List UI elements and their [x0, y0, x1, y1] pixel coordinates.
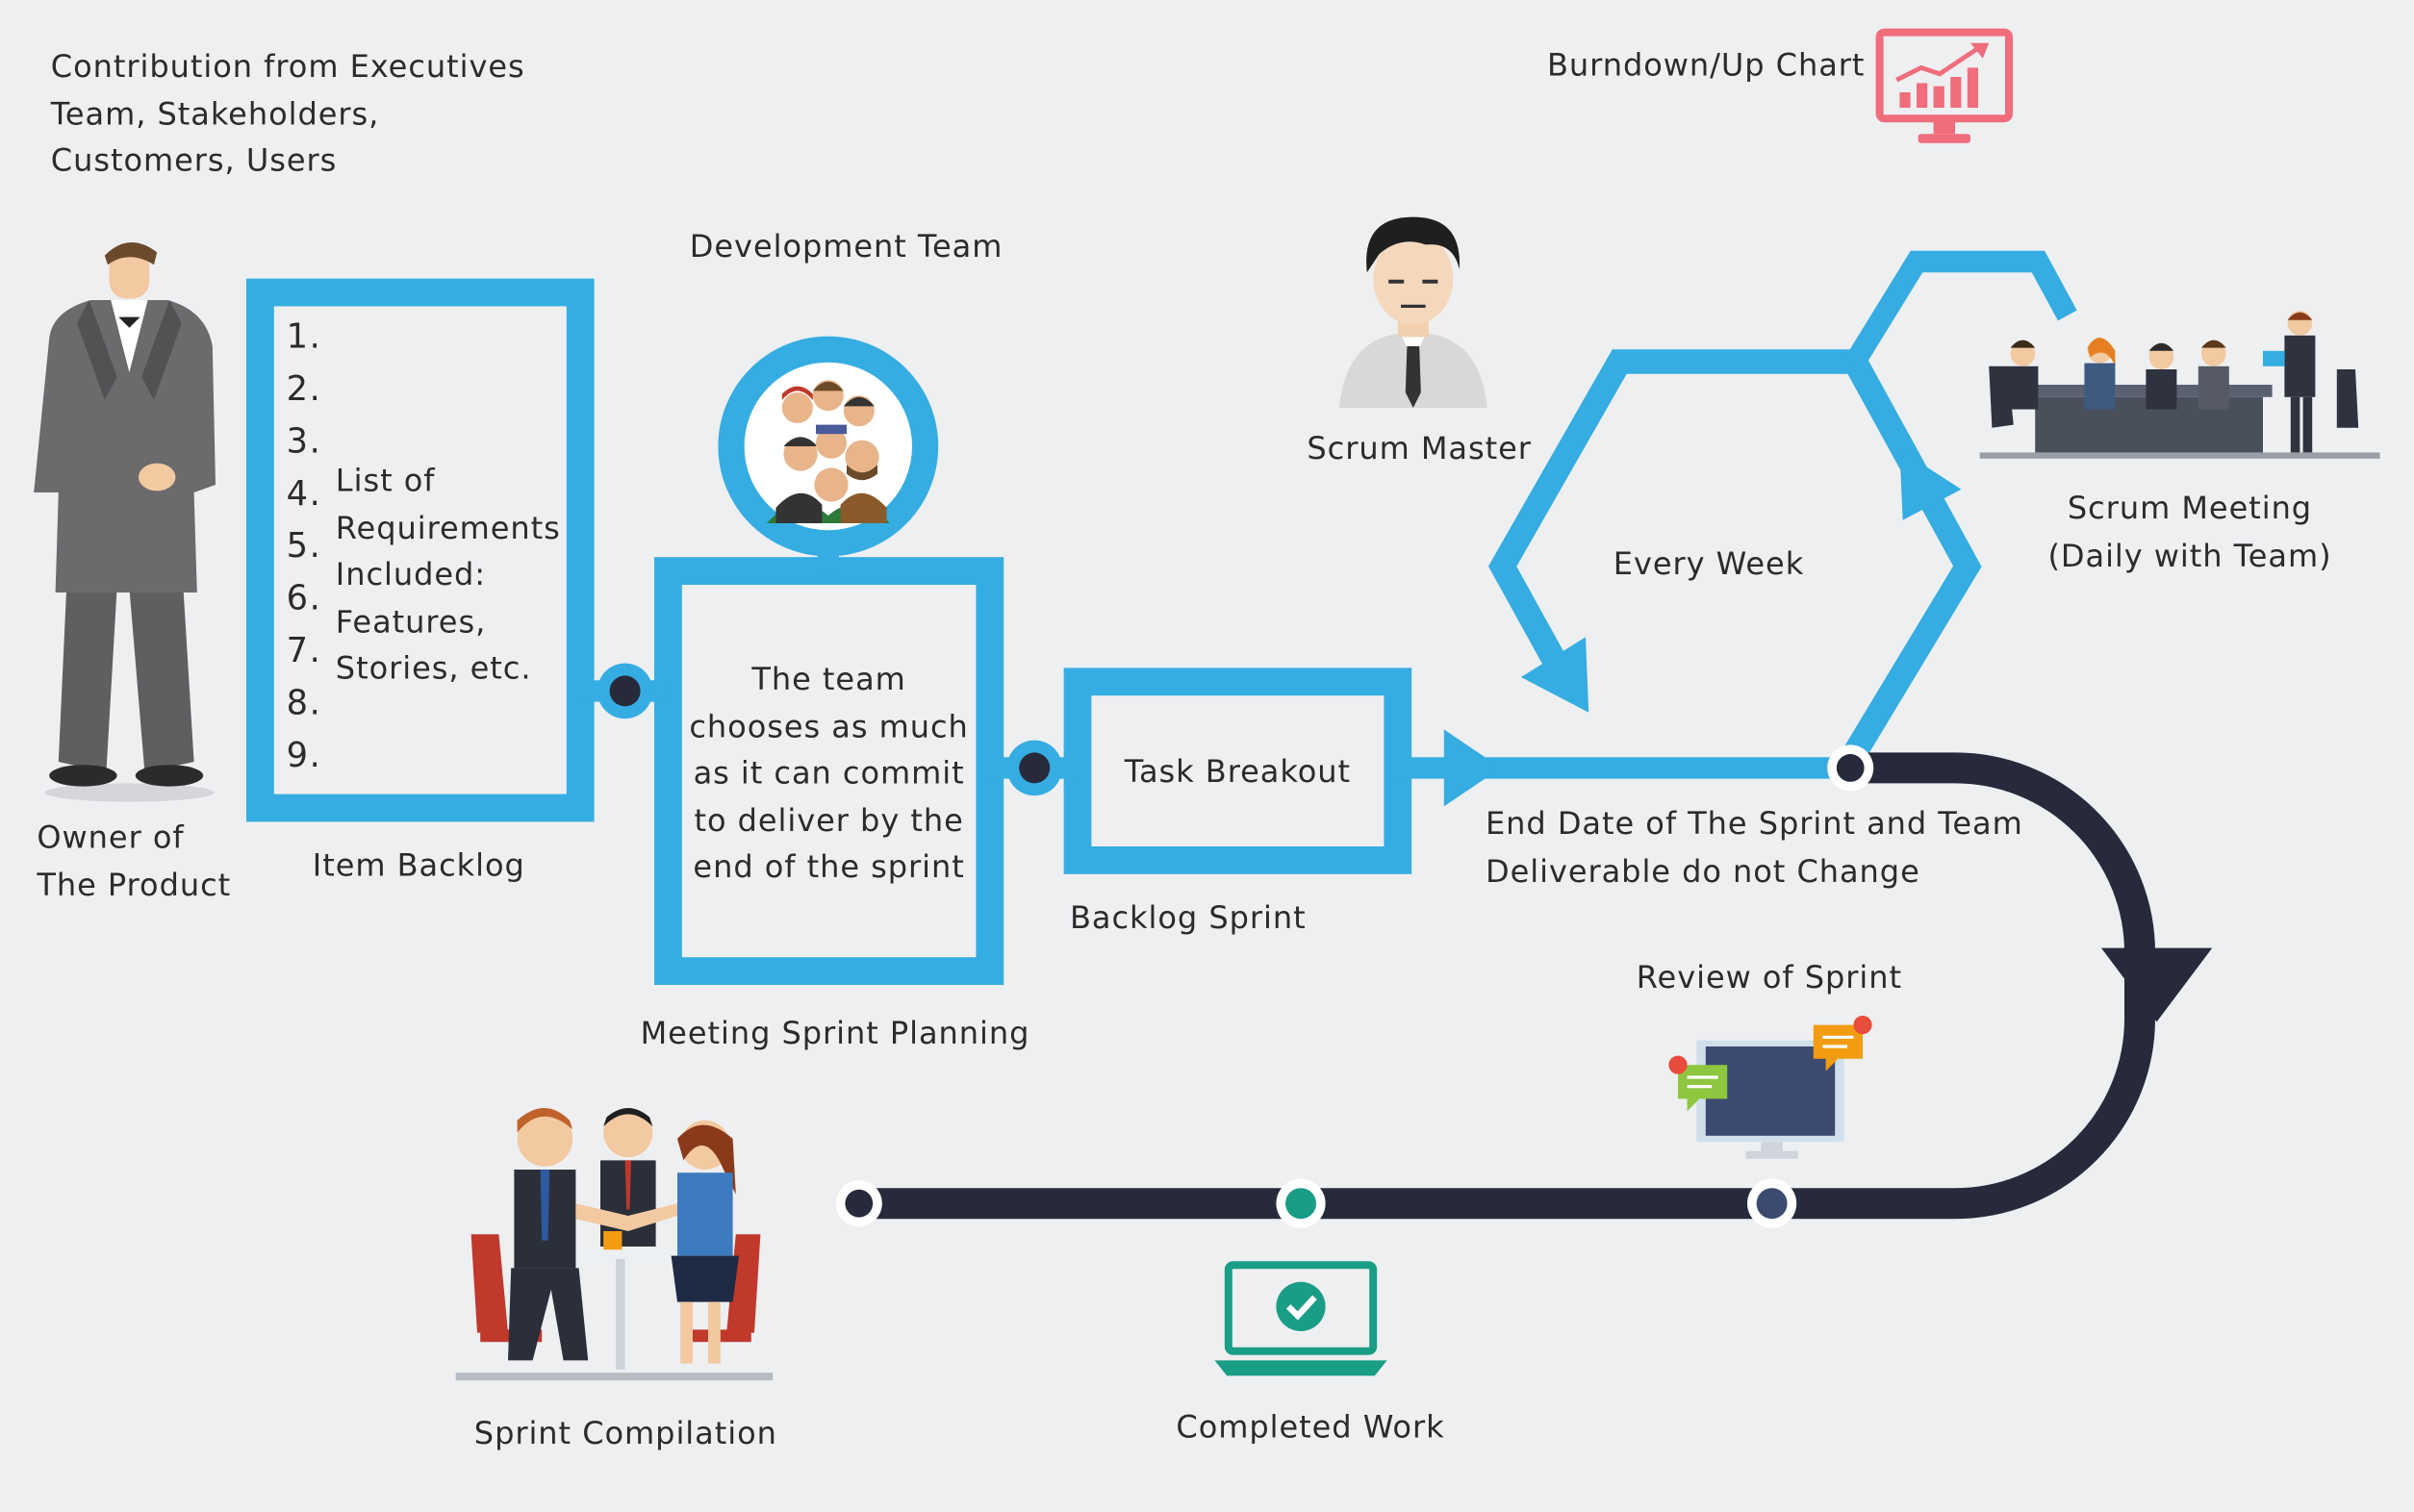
- backlog-number: 8.: [286, 685, 322, 723]
- scrum-meeting-line: (Daily with Team): [2047, 536, 2332, 573]
- backlog-number: 9.: [286, 737, 322, 776]
- task-breakout-label: Task Breakout: [1124, 752, 1351, 790]
- burndown-label: Burndown/Up Chart: [1547, 46, 1866, 84]
- review-label: Review of Sprint: [1636, 958, 1903, 996]
- item-backlog-box: [246, 278, 595, 822]
- backlog-desc-line: Features,: [335, 602, 487, 640]
- loop-arrow-up: [1899, 449, 1962, 520]
- backlog-number: 6.: [286, 580, 322, 619]
- end-date-label: End Date of The Sprint and Team Delivera…: [1486, 800, 2023, 895]
- track-arrow: [2101, 947, 2213, 1022]
- sprint-planning-line: end of the sprint: [693, 847, 965, 885]
- backlog-numbers: 1. 2. 3. 4. 5. 6. 7. 8. 9.: [287, 313, 322, 784]
- backlog-desc-line: Requirements: [335, 508, 561, 546]
- backlog-number: 1.: [286, 318, 322, 358]
- sprint-planning-text: The team chooses as much as it can commi…: [682, 656, 977, 891]
- backlog-desc-line: Included:: [335, 555, 487, 592]
- sprint-compilation-label: Sprint Compilation: [473, 1414, 777, 1451]
- backlog-number: 2.: [286, 370, 322, 410]
- scrum-master-icon: [1339, 216, 1487, 408]
- backlog-desc-line: List of: [335, 462, 436, 499]
- scrum-meeting-label: Scrum Meeting (Daily with Team): [2032, 485, 2348, 579]
- completed-work-label: Completed Work: [1176, 1408, 1445, 1446]
- item-backlog-label: Item Backlog: [312, 846, 525, 884]
- backlog-number: 7.: [286, 632, 322, 671]
- businessman-icon: [34, 241, 216, 802]
- contribution-label: Contribution from Executives Team, Stake…: [51, 43, 525, 184]
- bar-chart-monitor-icon: [1875, 28, 2014, 143]
- handshake-icon: [455, 1108, 774, 1381]
- contribution-line: Team, Stakeholders,: [50, 94, 380, 132]
- backlog-number: 5.: [286, 527, 322, 567]
- backlog-number: 3.: [286, 423, 322, 462]
- sprint-planning-line: as it can commit: [693, 754, 965, 792]
- end-date-line: Deliverable do not Change: [1486, 851, 1920, 889]
- owner-line: The Product: [37, 866, 232, 903]
- backlog-number: 4.: [286, 475, 322, 515]
- every-week-label: Every Week: [1613, 544, 1805, 582]
- laptop-check-icon: [1214, 1261, 1387, 1376]
- contribution-line: Contribution from Executives: [50, 47, 525, 85]
- review-monitor-icon: [1668, 1016, 1872, 1159]
- sprint-planning-line: to deliver by the: [694, 800, 964, 839]
- scrum-meeting-line: Scrum Meeting: [2067, 489, 2313, 527]
- loop-arrow-down: [1520, 637, 1589, 713]
- development-team-label: Development Team: [689, 227, 1004, 265]
- backlog-sprint-label: Backlog Sprint: [1070, 898, 1307, 936]
- sprint-planning-label: Meeting Sprint Planning: [640, 1014, 1030, 1051]
- meeting-connector: [1845, 250, 2077, 367]
- owner-line: Owner of: [37, 819, 185, 856]
- end-date-line: End Date of The Sprint and Team: [1486, 804, 2023, 843]
- every-week-loop: [1487, 349, 1982, 768]
- backlog-description: List of Requirements Included: Features,…: [336, 457, 561, 692]
- scrum-master-label: Scrum Master: [1307, 429, 1532, 466]
- sprint-planning-line: The team: [751, 660, 906, 697]
- flow-arrow: [1443, 729, 1501, 807]
- contribution-line: Customers, Users: [50, 141, 338, 179]
- owner-label: Owner of The Product: [37, 814, 231, 908]
- meeting-icon: [1979, 311, 2380, 459]
- sprint-planning-line: chooses as much: [689, 707, 969, 744]
- backlog-desc-line: Stories, etc.: [335, 649, 532, 687]
- team-avatar-icon: [766, 380, 890, 523]
